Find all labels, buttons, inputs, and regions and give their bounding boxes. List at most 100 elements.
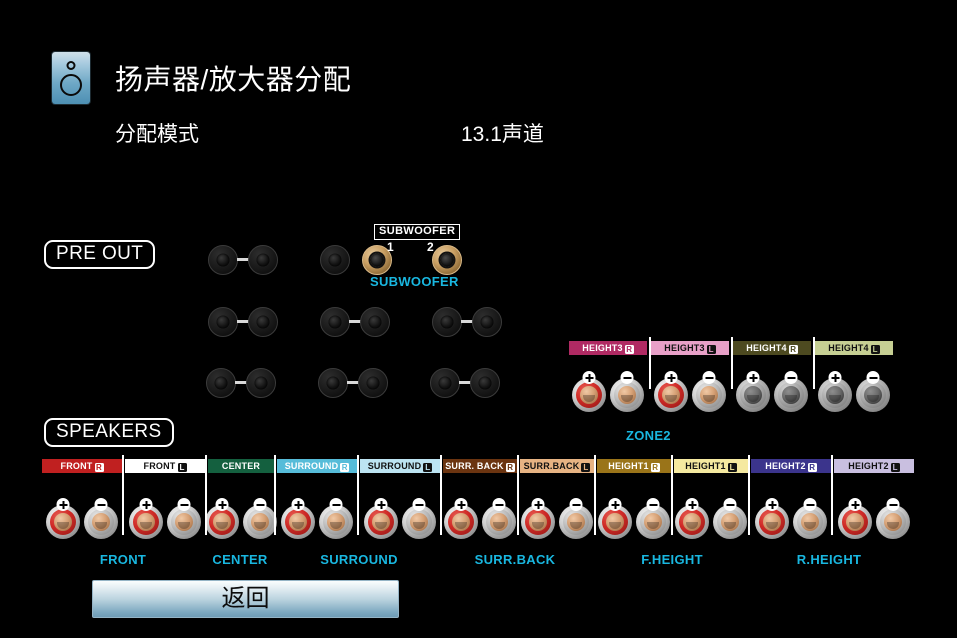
rca-hole	[254, 376, 268, 390]
terminal-divider	[671, 455, 673, 535]
terminal-side-badge: R	[624, 345, 634, 354]
minus-icon	[620, 371, 634, 384]
minus-icon	[329, 498, 343, 511]
jack-pair-link	[235, 381, 247, 384]
speaker-woofer-icon	[60, 74, 82, 96]
assign-mode-value[interactable]: 13.1声道	[461, 123, 544, 146]
terminal-divider	[813, 337, 815, 389]
rca-hole	[326, 376, 340, 390]
terminal-label-text: FRONT	[143, 461, 176, 471]
zone2-post-minus-height4l	[856, 371, 890, 412]
speaker-post-plus-frontl	[129, 498, 163, 539]
zone2-caption: ZONE2	[626, 428, 671, 443]
terminal-divider	[649, 337, 651, 389]
minus-icon	[784, 371, 798, 384]
terminal-label-text: SURROUND	[284, 461, 339, 471]
preout-jack-r1-1-b	[360, 307, 390, 337]
plus-icon	[664, 371, 678, 384]
terminal-side-badge: L	[870, 345, 880, 354]
return-button[interactable]: 返回	[92, 580, 399, 618]
minus-icon	[253, 498, 267, 511]
jack-pair-link	[349, 320, 361, 323]
plus-icon	[828, 371, 842, 384]
terminal-label-text: CENTER	[221, 461, 261, 471]
preout-jack-r1-0-a	[208, 307, 238, 337]
terminal-side-badge: L	[890, 463, 900, 472]
post-cup	[644, 513, 662, 531]
zone2-post-minus-height4r	[774, 371, 808, 412]
speaker-post-minus-height2r	[793, 498, 827, 539]
preout-jack-r1-1-a	[320, 307, 350, 337]
speaker-group-caption-surround: SURROUND	[320, 552, 398, 567]
speaker-post-minus-frontr	[84, 498, 118, 539]
terminal-side-badge: R	[807, 463, 817, 472]
preout-jack-r1-2-a	[432, 307, 462, 337]
terminal-label-text: HEIGHT2	[765, 461, 806, 471]
speaker-post-minus-height1l	[713, 498, 747, 539]
rca-ring	[470, 368, 500, 398]
rca-hole	[480, 315, 494, 329]
rca-hole	[440, 253, 454, 267]
jack-pair-link	[459, 381, 471, 384]
rca-hole	[366, 376, 380, 390]
minus-icon	[177, 498, 191, 511]
zone2-post-minus-height3l	[692, 371, 726, 412]
plus-icon	[582, 371, 596, 384]
plus-icon	[139, 498, 153, 511]
terminal-divider	[357, 455, 359, 535]
terminal-side-badge: R	[650, 463, 660, 472]
minus-icon	[803, 498, 817, 511]
speaker-post-minus-height2l	[876, 498, 910, 539]
speaker-post-plus-height1l	[675, 498, 709, 539]
terminal-divider	[440, 455, 442, 535]
post-cup	[618, 386, 636, 404]
post-cup	[721, 513, 739, 531]
preout-jack-r2-1-a	[318, 368, 348, 398]
minus-icon	[646, 498, 660, 511]
post-cup	[372, 513, 390, 531]
speaker-post-plus-surroundl	[364, 498, 398, 539]
speaker-group-caption-front: FRONT	[99, 552, 147, 567]
post-cup	[683, 513, 701, 531]
speaker-group-caption-surrback: SURR.BACK	[474, 552, 556, 567]
subwoofer-box-label: SUBWOOFER	[374, 224, 461, 240]
terminal-divider	[731, 337, 733, 389]
terminal-label-text: FRONT	[60, 461, 93, 471]
terminal-label-center: CENTER	[208, 459, 274, 473]
speaker-post-plus-surrbackr	[444, 498, 478, 539]
zone2-post-plus-height4l	[818, 371, 852, 412]
preout-jack-r2-0-a	[206, 368, 236, 398]
rca-hole	[328, 315, 342, 329]
rca-hole	[216, 253, 230, 267]
speaker-group-caption-center: CENTER	[212, 552, 268, 567]
jack-pair-link	[237, 320, 249, 323]
minus-icon	[866, 371, 880, 384]
rca-hole	[328, 253, 342, 267]
minus-icon	[492, 498, 506, 511]
terminal-side-badge: L	[706, 345, 716, 354]
post-cup	[213, 513, 231, 531]
terminal-label-text: HEIGHT1	[685, 461, 726, 471]
post-cup	[175, 513, 193, 531]
preout-jack-r1-2-b	[472, 307, 502, 337]
plus-icon	[848, 498, 862, 511]
plus-icon	[56, 498, 70, 511]
terminal-label-text: HEIGHT4	[828, 343, 869, 353]
plus-icon	[746, 371, 760, 384]
post-cup	[700, 386, 718, 404]
post-cup	[327, 513, 345, 531]
assign-mode-label: 分配模式	[115, 123, 199, 146]
subwoofer-number-2: 2	[427, 240, 434, 254]
zone2-post-plus-height4r	[736, 371, 770, 412]
